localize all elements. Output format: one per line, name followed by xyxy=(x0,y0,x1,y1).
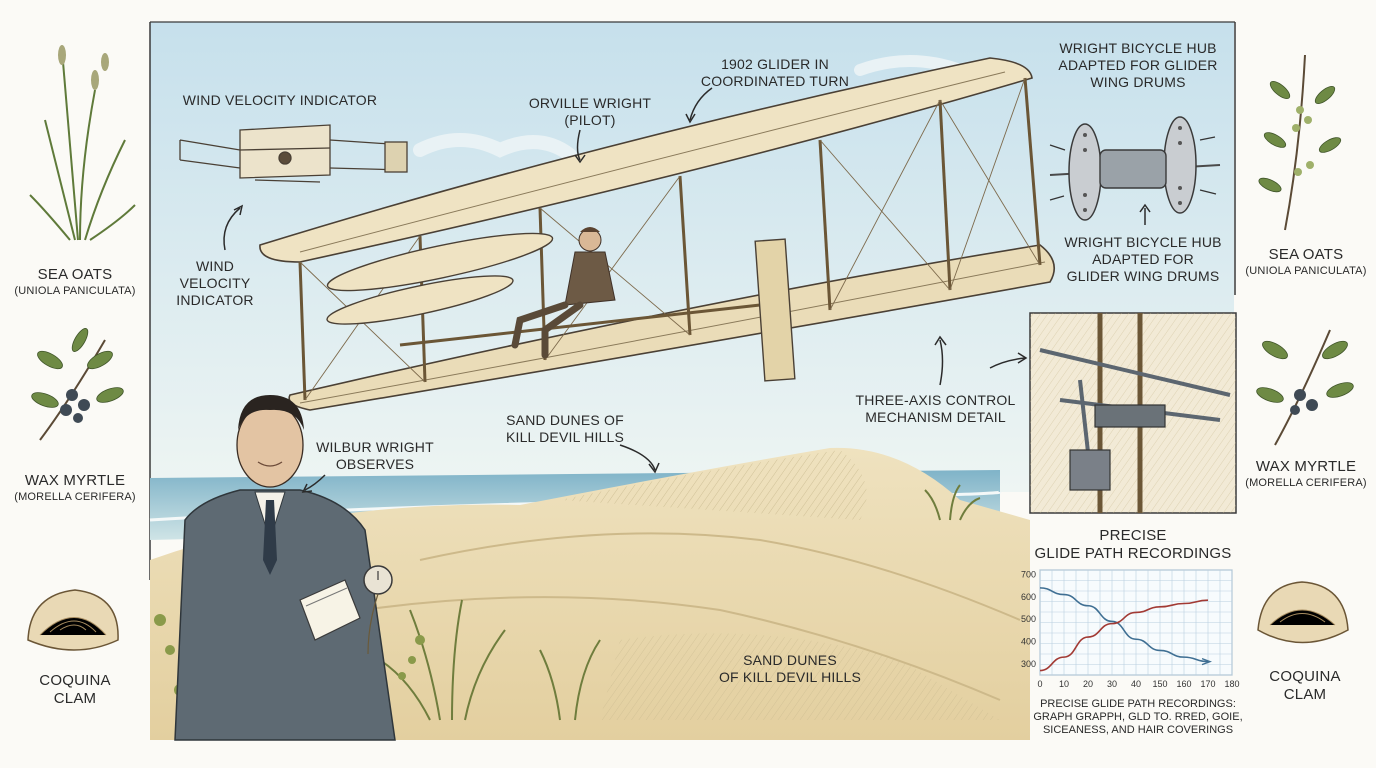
chart-x-tick-label: 180 xyxy=(1224,679,1239,689)
chart-title: PRECISE GLIDE PATH RECORDINGS xyxy=(1034,527,1232,562)
wax-myrtle-icon-right xyxy=(1256,329,1354,446)
main-glider xyxy=(259,57,1056,411)
left-sea-oats-label: SEA OATS (UNIOLA PANICULATA) xyxy=(14,266,136,297)
chart-series-line-0 xyxy=(1039,587,1209,663)
label-pilot: ORVILLE WRIGHT(PILOT) xyxy=(528,95,652,128)
control-mechanism-inset xyxy=(1029,312,1237,514)
wax-myrtle-icon-left xyxy=(31,328,124,441)
small-glider-sketch xyxy=(179,124,408,183)
sea-oats-icon-right xyxy=(1258,54,1342,231)
glide-path-chart: 300 400 500 600 700 0 10 20 30 40 150 160 170 180 xyxy=(1021,569,1240,689)
chart-x-tick-label: 20 xyxy=(1083,679,1093,689)
orville-pilot-figure xyxy=(511,227,616,359)
left-wax-myrtle-label: WAX MYRTLE (MORELLA CERIFERA) xyxy=(14,472,136,503)
chart-y-tick-label: 500 xyxy=(1021,614,1036,624)
chart-y-tick-label: 600 xyxy=(1021,592,1036,602)
coquina-clam-icon-right xyxy=(1257,581,1349,644)
right-specimens xyxy=(1256,54,1354,644)
chart-x-tick-label: 0 xyxy=(1037,679,1042,689)
chart-y-tick-label: 400 xyxy=(1021,636,1036,646)
chart-x-tick-label: 150 xyxy=(1152,679,1167,689)
bicycle-hub-drawing xyxy=(1049,116,1221,221)
chart-x-tick-label: 10 xyxy=(1059,679,1069,689)
chart-series-line-1 xyxy=(1039,599,1209,672)
left-specimens xyxy=(27,45,136,651)
annotation-arrows xyxy=(223,87,1151,493)
sea-oats-icon-left xyxy=(29,49,136,241)
coquina-clam-icon-left xyxy=(27,589,119,651)
wilbur-figure xyxy=(174,395,396,741)
chart-x-tick-label: 170 xyxy=(1200,679,1215,689)
chart-x-tick-label: 160 xyxy=(1176,679,1191,689)
right-sea-oats-label: SEA OATS (UNIOLA PANICULATA) xyxy=(1245,246,1367,277)
label-wind-indicator-top: WIND VELOCITY INDICATOR xyxy=(182,92,378,108)
chart-y-tick-label: 300 xyxy=(1021,659,1036,669)
chart-caption: PRECISE GLIDE PATH RECORDINGS: GRAPH GRA… xyxy=(1033,698,1243,736)
chart-x-tick-label: 30 xyxy=(1107,679,1117,689)
chart-y-tick-label: 700 xyxy=(1021,569,1036,579)
dune-grass xyxy=(379,484,981,721)
chart-series-arrowhead xyxy=(1201,657,1212,666)
right-wax-myrtle-label: WAX MYRTLE (MORELLA CERIFERA) xyxy=(1245,458,1367,489)
chart-x-tick-label: 40 xyxy=(1131,679,1141,689)
